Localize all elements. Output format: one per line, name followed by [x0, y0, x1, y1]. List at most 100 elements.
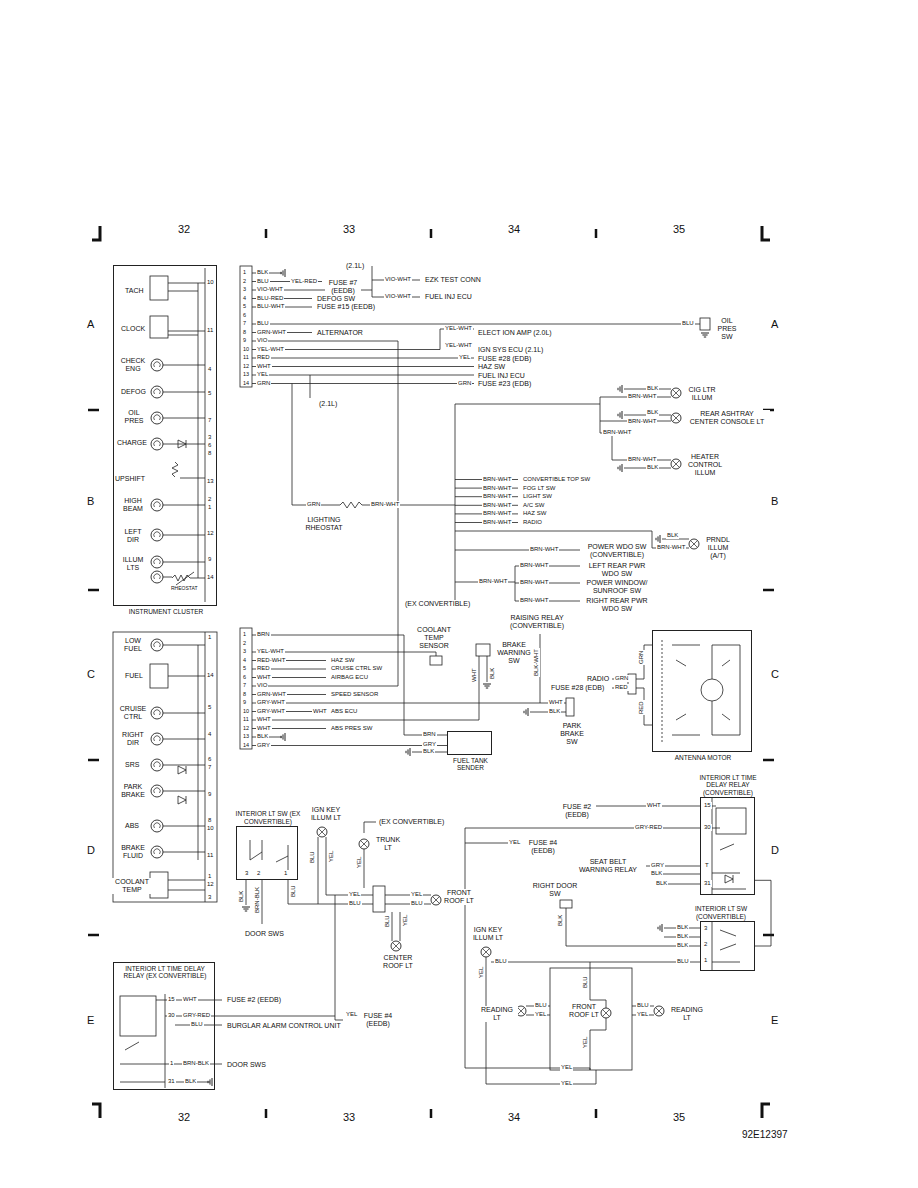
wire-label: YEL: [402, 914, 409, 927]
wire-label: UPSHIFT: [114, 475, 146, 483]
gauge-symbol: [151, 785, 163, 797]
lamp-frame: [550, 968, 632, 1070]
wire-label: BLK: [256, 733, 269, 740]
wire-label: CENTER ROOF LT: [380, 954, 416, 970]
wire-label: ABS: [124, 822, 140, 830]
wire-label: (EX CONVERTIBLE): [378, 818, 445, 826]
wire-label: POWER WDO SW (CONVERTIBLE): [584, 543, 650, 559]
wire-label: 12: [242, 363, 250, 369]
gauge-symbol: [151, 556, 163, 568]
wire-label: LOW FUEL: [118, 637, 148, 653]
wire-label: 4: [207, 366, 212, 373]
sensor-symbol: [430, 656, 442, 665]
wire-label: BRN-WHT: [482, 502, 512, 509]
wire-label: 10: [242, 346, 250, 352]
wire-label: BLU: [190, 1021, 204, 1028]
wire-label: YEL: [356, 856, 363, 869]
lamp-symbol: [601, 1008, 611, 1018]
wire-label: BRN-BLK: [254, 886, 261, 914]
wire-label: 33: [342, 1111, 356, 1123]
wire-label: BLU: [290, 884, 297, 898]
wire-label: (2.1L): [345, 262, 365, 270]
cluster-wiring: [163, 268, 205, 602]
wire-label: BLK: [256, 269, 269, 276]
wire-label: BRN-WHT: [482, 476, 512, 483]
wire-label: 33: [342, 223, 356, 235]
wire-label: YEL-WHT: [444, 342, 473, 349]
wire-label: RIGHT DIR: [118, 731, 148, 747]
wire-label: FUSE #7 (EEDB): [325, 279, 361, 295]
cluster-housing: [113, 632, 217, 902]
wire-label: GRN: [638, 650, 645, 665]
wire-label: BLU: [410, 900, 424, 907]
ground-symbol: [658, 924, 662, 932]
wire-label: FUSE #2 (EEDB): [560, 803, 594, 819]
wire-label: YEL: [328, 850, 335, 863]
wire-label: 4: [242, 657, 247, 663]
wire-label: ILLUM LTS: [118, 556, 148, 572]
wire-label: 9: [207, 791, 212, 798]
component-heading: FUEL TANK SENDER: [442, 757, 499, 772]
ground-symbol: [281, 733, 285, 741]
wire-label: GRY: [422, 741, 437, 748]
wire-label: ABS ECU: [330, 708, 358, 715]
wire-label: 1: [242, 269, 247, 275]
wire-label: 8: [207, 450, 212, 457]
wire-label: RHEOSTAT: [170, 586, 198, 592]
wire-label: GRY: [256, 742, 271, 749]
wire-label: 1: [207, 634, 212, 641]
wire-connector: [755, 880, 771, 946]
gauge-symbol: [151, 386, 163, 398]
wire-label: BLK: [676, 942, 689, 949]
wire-label: HAZ SW: [477, 363, 506, 371]
ground-symbol: [656, 535, 660, 543]
wire-label: PRNDL ILLUM (A/T): [702, 536, 734, 559]
wire-label: 1: [207, 873, 212, 880]
wire-label: 35: [672, 223, 686, 235]
component-box: ANTENNA MOTOR: [652, 630, 752, 752]
wire-label: 1: [242, 631, 247, 637]
ground-symbol: [524, 708, 528, 716]
wire-label: YEL: [256, 371, 269, 378]
wire-label: COOLANT TEMP: [112, 878, 152, 894]
wire-label: ALTERNATOR: [316, 329, 364, 337]
wire-label: B: [86, 495, 95, 507]
tach-meter: [150, 276, 168, 300]
wire-label: BLK: [676, 924, 689, 931]
wire-label: FUEL: [124, 672, 144, 680]
wire-label: YEL: [345, 1011, 358, 1018]
connector-block: [240, 266, 252, 387]
wire-label: 13: [242, 733, 250, 739]
wire-label: BRN: [422, 731, 437, 738]
wire-label: DOOR SWS: [244, 930, 285, 938]
wire-label: 2: [242, 640, 247, 646]
wire-label: GRN-WHT: [256, 691, 287, 698]
wire-label: A: [770, 318, 779, 330]
wire: [455, 389, 689, 601]
wire-label: YEL: [534, 1011, 547, 1018]
wire-label: BRN-WHT: [627, 418, 657, 425]
wire-label: BRN-BLK: [182, 1060, 210, 1067]
wire-label: BLU-RED: [256, 295, 284, 302]
wire-label: 10: [242, 708, 250, 714]
wire-label: BLK: [646, 464, 659, 471]
temp-meter: [150, 872, 168, 898]
wire-label: YEL: [560, 1080, 573, 1087]
wire-label: BRAKE FLUID: [116, 844, 150, 860]
relay-symbol: [120, 996, 156, 1036]
wire-label: GRY-RED: [182, 1012, 211, 1019]
wire-label: BLK: [557, 914, 564, 927]
wire-label: 1: [169, 1060, 174, 1067]
wire-label: 11: [206, 852, 214, 859]
wire-label: ABS PRES SW: [330, 725, 373, 732]
wire-label: BLK: [184, 1078, 197, 1085]
wire-label: BRN-WHT: [478, 578, 508, 585]
wire-label: 1: [207, 504, 212, 511]
wire-label: A/C SW: [522, 502, 545, 509]
wire-label: WHT: [256, 716, 272, 723]
wire-label: LEFT REAR PWR WDO SW: [584, 562, 650, 578]
wire-label: 35: [672, 1111, 686, 1123]
fuel-meter: [150, 664, 168, 688]
wire-label: READING LT: [476, 1006, 518, 1022]
